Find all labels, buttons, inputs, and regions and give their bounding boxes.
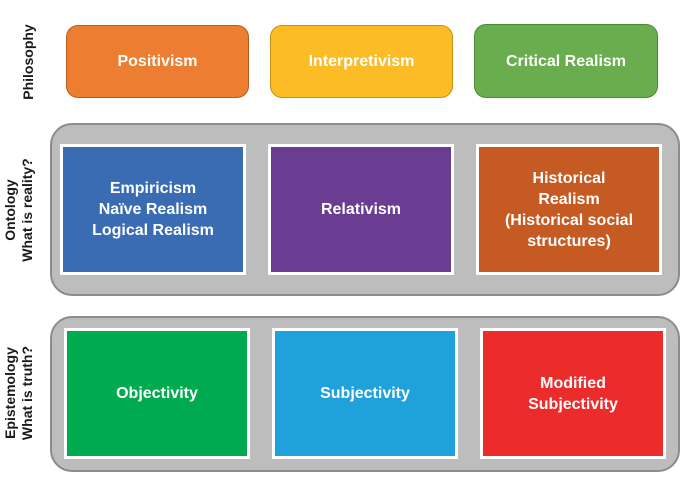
epistemology-box-modified-subjectivity: Modified Subjectivity	[480, 328, 666, 459]
row-label-ontology-subtitle: What is reality?	[19, 158, 35, 262]
epistemology-box-subjectivity: Subjectivity	[272, 328, 458, 459]
philosophy-box-label: Interpretivism	[308, 53, 415, 70]
epistemology-line: Subjectivity	[528, 395, 618, 413]
epistemology-line: Objectivity	[116, 385, 198, 402]
ontology-line: structures)	[527, 232, 611, 250]
row-label-epistemology-title: Epistemology	[2, 347, 18, 439]
ontology-line: Historical	[532, 169, 606, 187]
ontology-line: Realism	[538, 190, 600, 208]
row-label-ontology-title: Ontology	[2, 179, 18, 241]
ontology-box-historical-realism: Historical Realism (Historical social st…	[476, 144, 662, 275]
ontology-line: (Historical social	[504, 211, 634, 229]
row-label-philosophy-text: Philosophy	[20, 24, 36, 100]
ontology-line: Empiricism	[109, 180, 197, 197]
row-label-philosophy: Philosophy	[20, 12, 40, 112]
epistemology-line: Subjectivity	[320, 385, 410, 402]
row-label-ontology: Ontology What is reality?	[2, 140, 38, 280]
ontology-box-relativism: Relativism	[268, 144, 454, 275]
ontology-line: Naïve Realism	[98, 201, 208, 218]
philosophy-box-positivism: Positivism	[66, 25, 249, 98]
epistemology-line: Modified	[540, 374, 606, 392]
row-label-epistemology: Epistemology What is truth?	[2, 323, 38, 463]
philosophy-box-label: Positivism	[117, 53, 198, 70]
epistemology-box-objectivity: Objectivity	[64, 328, 250, 459]
row-label-epistemology-subtitle: What is truth?	[19, 345, 35, 441]
ontology-line: Logical Realism	[92, 222, 214, 239]
ontology-box-empiricism: Empiricism Naïve Realism Logical Realism	[60, 144, 246, 275]
philosophy-box-critical-realism: Critical Realism	[474, 24, 658, 98]
ontology-line: Relativism	[320, 201, 402, 218]
philosophy-box-interpretivism: Interpretivism	[270, 25, 453, 98]
philosophy-box-label: Critical Realism	[505, 52, 627, 70]
